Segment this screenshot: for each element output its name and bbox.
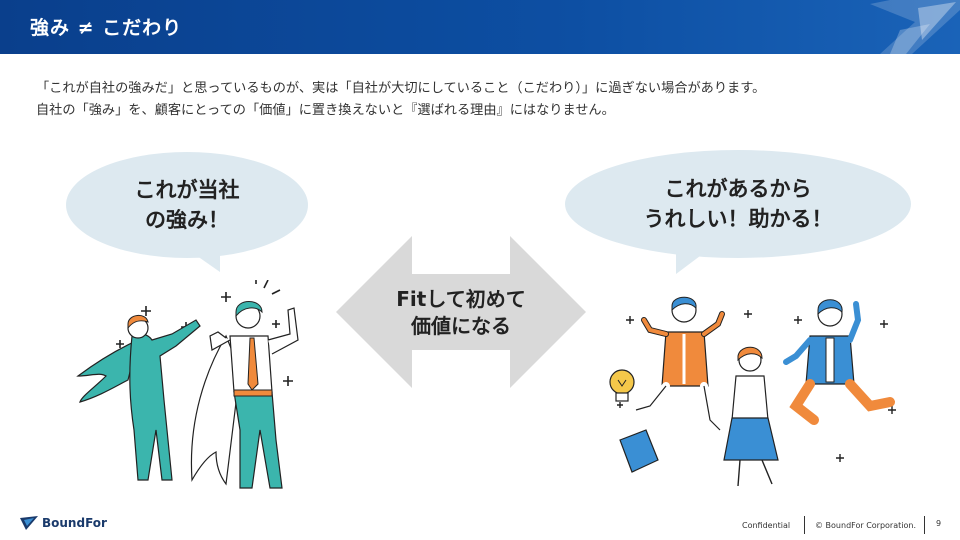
speech-bubble-right-tail bbox=[676, 244, 716, 274]
man-cape bbox=[190, 334, 241, 486]
double-arrow: Fitして初めて 価値になる bbox=[336, 236, 586, 388]
person2-body bbox=[731, 375, 769, 421]
page-number: 9 bbox=[936, 519, 942, 528]
intro-line-2: 自社の「強み」を、顧客にとっての「価値」に置き換えないと『選ばれる理由』にはなり… bbox=[36, 103, 615, 118]
person3-arms bbox=[783, 301, 862, 365]
bubble-left-line-1: これが当社 bbox=[134, 178, 240, 202]
happy-people-illustration bbox=[609, 296, 896, 486]
footer-confidential: Confidential bbox=[742, 521, 791, 530]
footer-logo: BoundFor bbox=[20, 516, 107, 530]
footer-divider bbox=[804, 516, 805, 534]
man-arm-left bbox=[209, 331, 231, 351]
intro-line-1: 「これが自社の強みだ」と思っているものが、実は「自社が大切にしていること（こだわ… bbox=[36, 81, 766, 96]
man-legs bbox=[233, 391, 283, 489]
boundfor-logo-icon bbox=[20, 516, 38, 530]
slide-title: 強み ≠ こだわり bbox=[30, 17, 183, 39]
hero-illustration bbox=[76, 280, 299, 489]
footer-copyright: © BoundFor Corporation. bbox=[815, 521, 916, 530]
sparkle-icon bbox=[617, 310, 896, 462]
book-icon bbox=[619, 429, 659, 473]
lightbulb-icon bbox=[609, 369, 635, 402]
woman-body bbox=[129, 319, 201, 481]
person3-legs bbox=[789, 379, 895, 425]
bubble-right-line-2: うれしい！助かる！ bbox=[643, 207, 833, 231]
intro-text: 「これが自社の強みだ」と思っているものが、実は「自社が大切にしていること（こだわ… bbox=[36, 78, 936, 122]
woman-cape bbox=[76, 338, 139, 403]
header-decoration-icon bbox=[870, 0, 960, 54]
footer-brand: BoundFor bbox=[42, 516, 107, 530]
footer-divider bbox=[924, 516, 925, 534]
arrow-text-line-2: 価値になる bbox=[411, 314, 511, 338]
arrow-text-line-1: Fitして初めて bbox=[396, 287, 526, 311]
header-bar: 強み ≠ こだわり bbox=[0, 0, 960, 54]
speech-bubble-left-tail bbox=[180, 244, 220, 272]
double-arrow-shape-icon bbox=[336, 236, 586, 388]
sparkle-icon bbox=[116, 280, 293, 386]
person2-skirt bbox=[723, 417, 779, 461]
speech-bubble-right: これがあるから うれしい！助かる！ bbox=[565, 150, 911, 258]
bubble-left-line-2: の強み！ bbox=[145, 208, 229, 232]
bubble-right-line-1: これがあるから bbox=[664, 177, 812, 201]
speech-bubble-left: これが当社 の強み！ bbox=[66, 152, 308, 258]
man-arm-right bbox=[267, 307, 299, 355]
